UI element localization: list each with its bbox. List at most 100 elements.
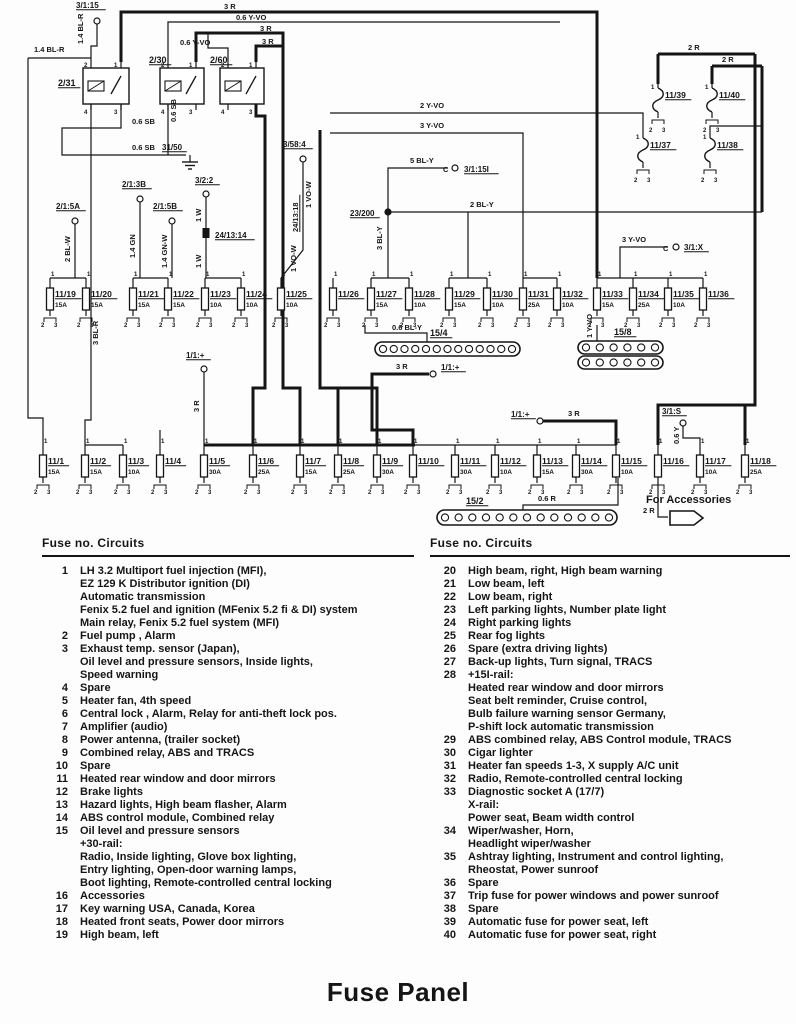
breaker-element: [652, 87, 664, 113]
terminal-id: 3/1:X: [684, 243, 704, 252]
fuse-number: 12: [55, 786, 68, 798]
fuse-circuit-text: Radio, Remote-controlled central locking: [468, 773, 683, 785]
fuse-number: 24: [443, 617, 456, 629]
terminal-2-1-3B: 2/1:3B: [122, 180, 152, 203]
pin-number: 1: [617, 439, 621, 445]
pin-number: 1: [51, 272, 55, 278]
pin-number: 1: [450, 272, 454, 278]
connector-strip-15-8: 15/8: [577, 327, 664, 370]
pin-number: 3: [337, 323, 341, 329]
terminal-23-200: 23/200: [350, 208, 392, 219]
label: 24/13:18: [291, 194, 301, 232]
junction-id: 24/13:14: [215, 231, 247, 240]
page-title: Fuse Panel: [326, 977, 470, 1007]
label: 2 Y-VO: [420, 101, 444, 110]
wire: [90, 24, 98, 62]
fuse-id: 11/20: [91, 289, 112, 299]
wire-heavy: [543, 419, 618, 445]
pin-number: 2: [291, 490, 295, 496]
wire: [387, 167, 448, 212]
fuse-number: 15: [55, 825, 68, 837]
fuse-id: 11/31: [528, 289, 549, 299]
fuse-circuit-text: High beam, right, High beam warning: [468, 565, 663, 577]
fuse-body: [592, 287, 602, 311]
fuse-id: 11/28: [414, 289, 435, 299]
fuse-number: 16: [55, 890, 68, 902]
fuse-number: 29: [443, 734, 456, 746]
pin-number: 1: [242, 272, 246, 278]
fuse-number: 3: [61, 643, 68, 655]
fuse-rating: 15A: [305, 469, 317, 476]
strip-body: [577, 340, 664, 355]
fuse-id: 11/4: [165, 456, 181, 466]
fuse-circuit-text: Trip fuse for power windows and power su…: [468, 890, 719, 902]
pin-number: 3: [127, 490, 131, 496]
wire-label: 1 VO-W: [304, 180, 313, 208]
fuse-number: 5: [61, 695, 68, 707]
pin-number: 1: [634, 272, 638, 278]
pin-number: 3: [172, 323, 176, 329]
label: 3 BL-R: [91, 320, 100, 345]
label: 0.6 SB: [169, 98, 178, 122]
fuse-rating: 30A: [460, 469, 472, 476]
wire-label: 3 R: [260, 24, 272, 33]
label: 0.6 Y-VO: [180, 38, 210, 47]
fuse-rating: 15A: [454, 302, 466, 309]
fuse-number: 13: [55, 799, 68, 811]
pin-number: 3: [137, 323, 141, 329]
fuse-number: 27: [443, 656, 456, 668]
wire-label: 1.4 BL-R: [34, 45, 65, 54]
terminal-3-1-X: 3/1:X: [672, 243, 709, 253]
pin-number: 2: [195, 490, 199, 496]
fuse-id: 11/1: [48, 456, 64, 466]
fuse-id: 11/27: [376, 289, 397, 299]
fuse-rating: 30A: [382, 469, 394, 476]
terminal-circle: [451, 164, 459, 172]
fuse-id: 11/15: [621, 456, 642, 466]
legend-left-header: Fuse no. Circuits: [42, 536, 414, 557]
pin-number: 2: [34, 490, 38, 496]
label: 1 Y-VO: [585, 314, 594, 338]
pin-number: 1: [524, 272, 528, 278]
pin-number: 4: [161, 110, 165, 116]
pin-number: 1: [378, 439, 382, 445]
fuse-circuit-text: Brake lights: [80, 786, 143, 798]
fuse-body: [532, 454, 542, 478]
pin-number: 2: [124, 323, 128, 329]
pin-number: 3: [637, 323, 641, 329]
fuse-body: [450, 454, 460, 478]
fuse-body: [372, 454, 382, 478]
terminal-id: 2/1:5A: [56, 202, 80, 211]
fuse-circuit-text: Spare: [468, 877, 499, 889]
wire-label: 2 BL-W: [63, 235, 72, 262]
pin-number: 3: [304, 490, 308, 496]
terminal-3-1-15I: 3/1:15I: [451, 164, 499, 175]
pin-number: 3: [601, 323, 605, 329]
fuse-id: 11/32: [562, 289, 583, 299]
wire-label: 2 R: [688, 43, 700, 52]
wire-heavy: [194, 31, 302, 445]
wire: [522, 478, 619, 510]
label: 3 R: [224, 2, 236, 11]
